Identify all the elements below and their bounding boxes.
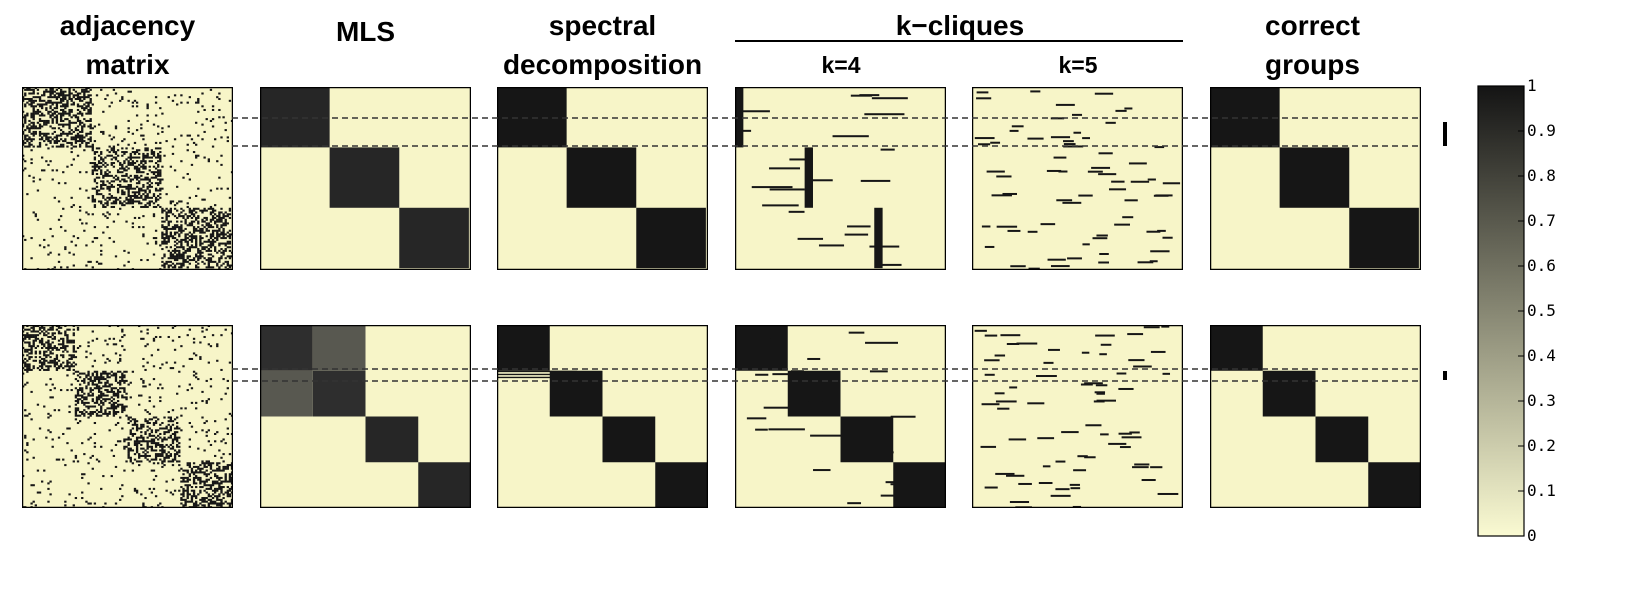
kcliques-rule — [735, 40, 1183, 42]
colorbar-tick-label: 0.7 — [1527, 211, 1556, 230]
colorbar-tick-label: 0 — [1527, 526, 1537, 545]
header-correct-line2: groups — [1265, 49, 1360, 80]
header-spectral-line1: spectral — [548, 10, 657, 41]
panel-adjacency-row2 — [22, 325, 233, 508]
panel-kcliques-k4-row2 — [735, 325, 946, 508]
header-spectral-line2: decomposition — [502, 49, 703, 80]
header-spectral: spectral decomposition — [470, 6, 735, 84]
colorbar-tick-label: 1 — [1527, 76, 1537, 95]
colorbar-tick-label: 0.3 — [1527, 391, 1556, 410]
panel-spectral-row1 — [497, 87, 708, 270]
header-adjacency-line2: matrix — [85, 49, 170, 80]
panel-spectral-row2 — [497, 325, 708, 508]
panel-correct-row2 — [1210, 325, 1421, 508]
panel-mls-row2 — [260, 325, 471, 508]
panel-correct-row1 — [1210, 87, 1421, 270]
colorbar — [1477, 85, 1525, 537]
colorbar-tick-label: 0.2 — [1527, 436, 1556, 455]
header-adjacency-line1: adjacency — [59, 10, 196, 41]
panel-kcliques-k4-row1 — [735, 87, 946, 270]
overlap-marker — [1443, 371, 1447, 380]
overlap-marker — [1443, 122, 1447, 146]
header-correct-line1: correct — [1265, 10, 1360, 41]
colorbar-tick-label: 0.6 — [1527, 256, 1556, 275]
header-k5: k=5 — [1058, 52, 1098, 78]
panel-adjacency-row1 — [22, 87, 233, 270]
header-mls: MLS — [335, 16, 396, 47]
header-k4: k=4 — [821, 52, 861, 78]
header-kcliques: k−cliques — [895, 10, 1025, 41]
colorbar-tick-label: 0.5 — [1527, 301, 1556, 320]
panel-mls-row1 — [260, 87, 471, 270]
colorbar-tick-label: 0.4 — [1527, 346, 1556, 365]
header-correct: correct groups — [1205, 6, 1420, 84]
colorbar-tick-label: 0.9 — [1527, 121, 1556, 140]
panel-kcliques-k5-row1 — [972, 87, 1183, 270]
panel-kcliques-k5-row2 — [972, 325, 1183, 508]
colorbar-tick-label: 0.8 — [1527, 166, 1556, 185]
header-adjacency: adjacency matrix — [20, 6, 235, 84]
colorbar-tick-label: 0.1 — [1527, 481, 1556, 500]
